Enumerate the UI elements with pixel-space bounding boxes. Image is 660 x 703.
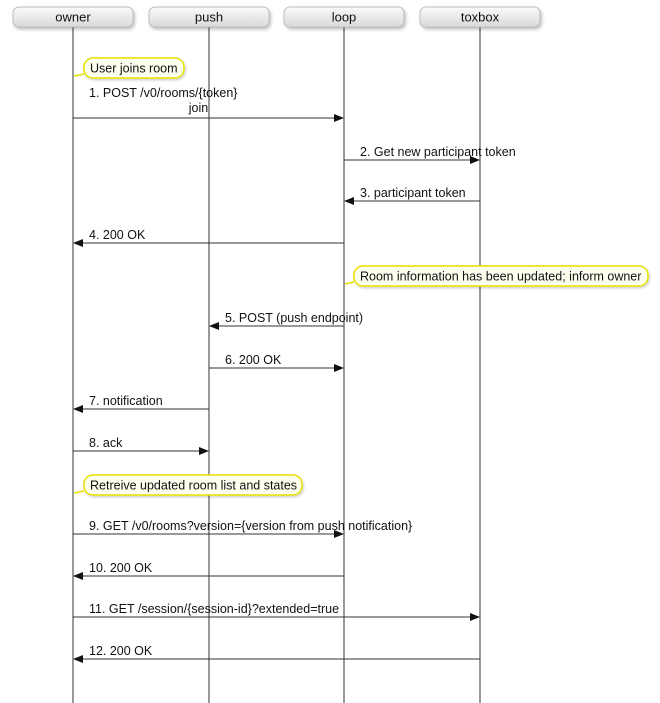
message-label: 10. 200 OK	[89, 561, 153, 575]
message-label: 5. POST (push endpoint)	[225, 311, 363, 325]
message-1: 1. POST /v0/rooms/{token}join	[73, 86, 344, 122]
actor-box	[419, 6, 541, 28]
message-label: 11. GET /session/{session-id}?extended=t…	[89, 602, 339, 616]
actor-box	[283, 6, 405, 28]
message-8: 8. ack	[73, 436, 209, 455]
actor-label: loop	[332, 10, 357, 25]
actor-label: push	[195, 10, 223, 25]
note: Room information has been updated; infor…	[344, 265, 649, 287]
actor-box	[12, 6, 134, 28]
note-box	[83, 474, 303, 496]
message-label: 12. 200 OK	[89, 644, 153, 658]
message-6: 6. 200 OK	[209, 353, 344, 372]
note-text: Retreive updated room list and states	[90, 479, 297, 493]
note-pointer	[73, 490, 85, 494]
message-label: 3. participant token	[360, 186, 466, 200]
note: User joins room	[73, 57, 185, 79]
actor-push: push	[148, 6, 270, 28]
message-label: 8. ack	[89, 436, 123, 450]
message-label: 9. GET /v0/rooms?version={version from p…	[89, 519, 412, 533]
message-11: 11. GET /session/{session-id}?extended=t…	[73, 602, 480, 621]
message-9: 9. GET /v0/rooms?version={version from p…	[73, 519, 412, 538]
actor-label: toxbox	[461, 10, 500, 25]
message-label: 7. notification	[89, 394, 163, 408]
message-label: 6. 200 OK	[225, 353, 282, 367]
message-label: 2. Get new participant token	[360, 145, 516, 159]
message-10: 10. 200 OK	[73, 561, 344, 580]
note-pointer	[73, 73, 85, 77]
message-4: 4. 200 OK	[73, 228, 344, 247]
note-box	[353, 265, 649, 287]
note-text: User joins room	[90, 62, 178, 76]
note-text: Room information has been updated; infor…	[360, 270, 641, 284]
message-7: 7. notification	[73, 394, 209, 413]
actor-box	[148, 6, 270, 28]
note-pointer	[344, 281, 355, 285]
actor-label: owner	[55, 10, 91, 25]
actor-owner: owner	[12, 6, 134, 28]
actor-toxbox: toxbox	[419, 6, 541, 28]
actor-loop: loop	[283, 6, 405, 28]
note: Retreive updated room list and states	[73, 474, 303, 496]
message-12: 12. 200 OK	[73, 644, 480, 663]
message-label: join	[188, 101, 209, 115]
note-box	[83, 57, 185, 79]
message-label: 4. 200 OK	[89, 228, 146, 242]
message-3: 3. participant token	[344, 186, 480, 205]
message-5: 5. POST (push endpoint)	[209, 311, 363, 330]
message-label: 1. POST /v0/rooms/{token}	[89, 86, 237, 100]
message-2: 2. Get new participant token	[344, 145, 516, 164]
